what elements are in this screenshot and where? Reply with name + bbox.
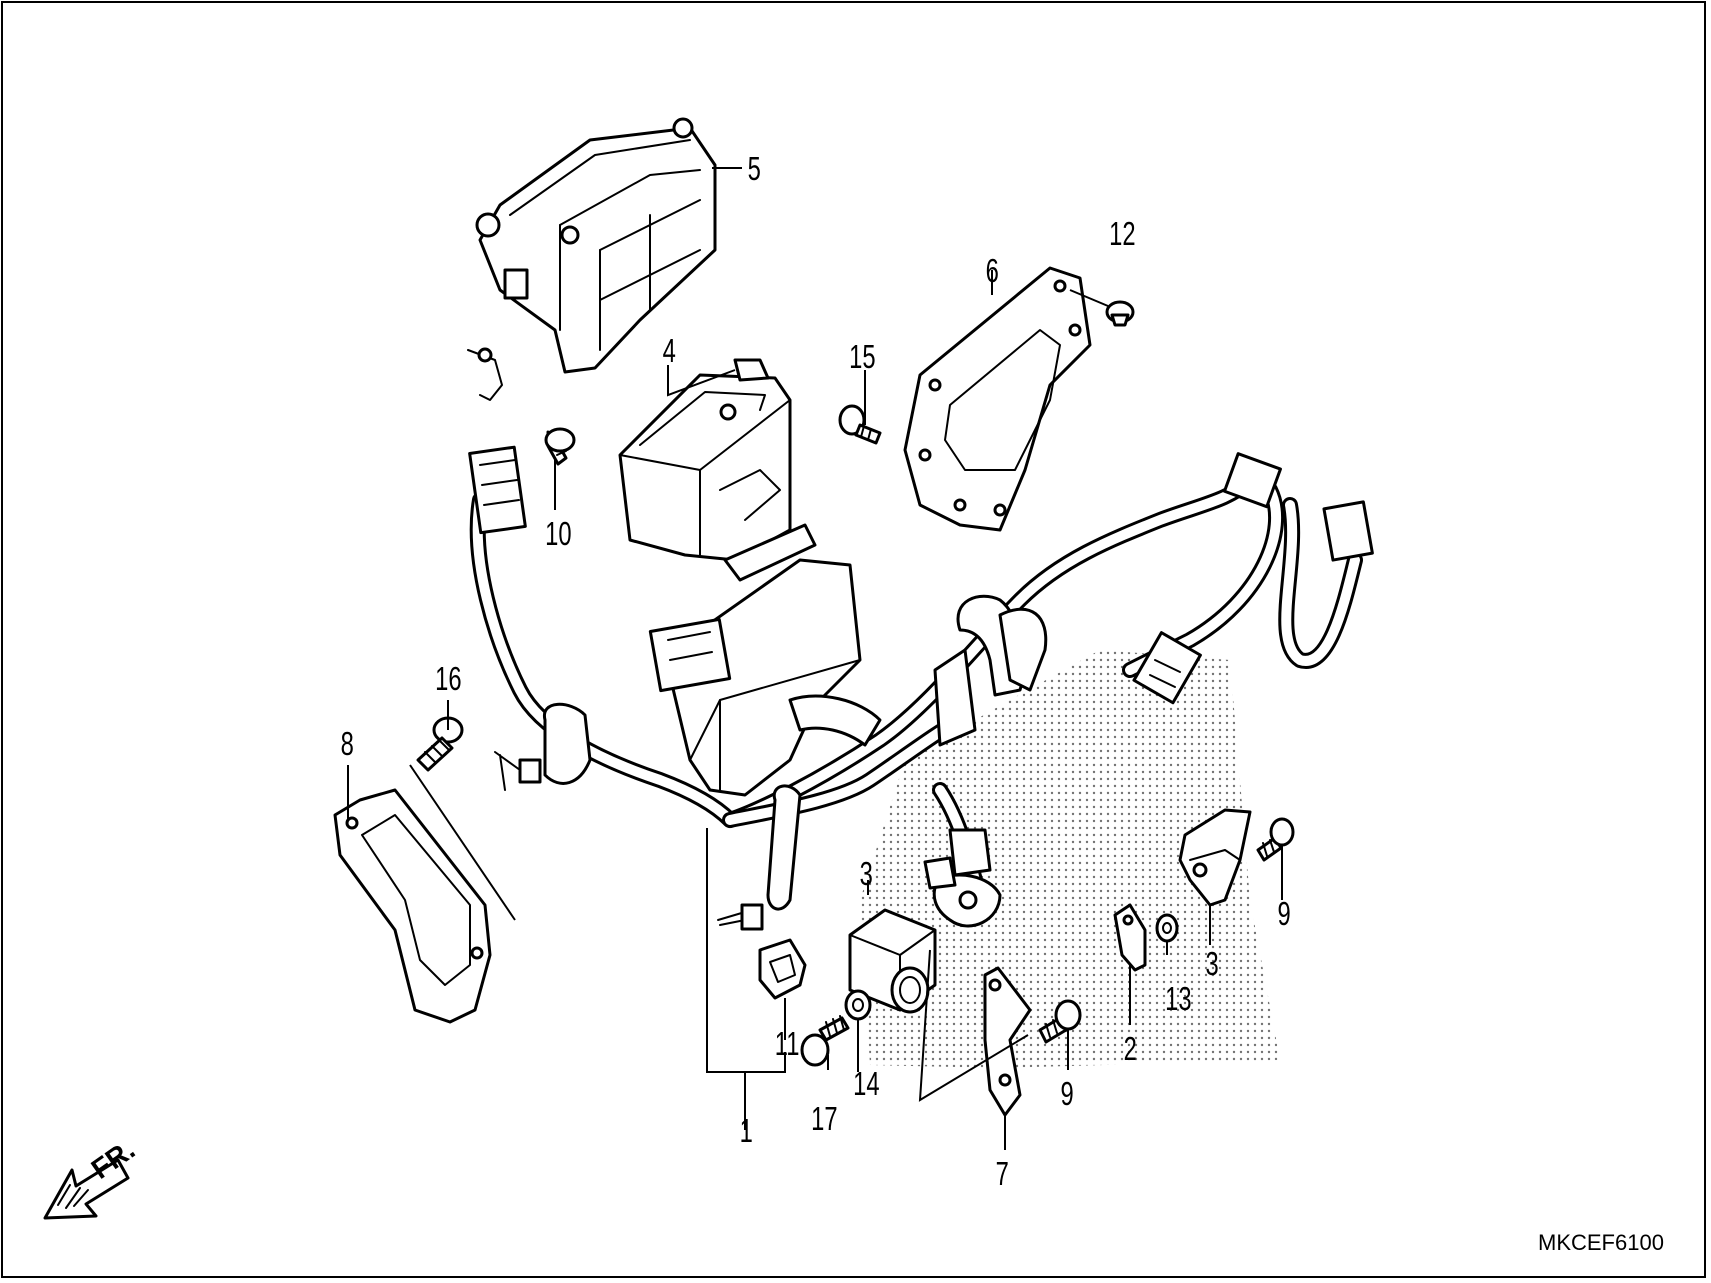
callout-6: 6 — [986, 253, 999, 290]
part-15-bolt[interactable] — [838, 404, 882, 445]
part-10-bolt[interactable] — [544, 427, 576, 466]
callout-8: 8 — [341, 726, 354, 763]
callout-3-right: 3 — [1206, 946, 1219, 983]
part-6-plate[interactable] — [903, 266, 1092, 532]
part-11-clip[interactable] — [758, 938, 807, 1000]
part-3-sensor-right[interactable] — [1178, 808, 1252, 907]
part-1-wire-harness[interactable] — [467, 347, 1374, 931]
arrow-front-left-icon — [43, 1158, 130, 1220]
part-8-plate[interactable] — [333, 788, 492, 1024]
part-13-washer[interactable] — [1155, 913, 1179, 943]
drawing-code: MKCEF6100 — [1538, 1230, 1664, 1255]
callout-17: 17 — [811, 1101, 837, 1138]
shadow-area — [860, 650, 1280, 1068]
callout-2: 2 — [1124, 1031, 1137, 1068]
part-9-bolt-lower[interactable] — [1038, 999, 1082, 1044]
callout-7: 7 — [996, 1156, 1009, 1193]
part-9-bolt-right[interactable] — [1256, 817, 1295, 862]
part-12-bolt[interactable] — [1105, 300, 1135, 327]
part-5-holder[interactable] — [475, 117, 717, 374]
callout-14: 14 — [853, 1066, 879, 1103]
callout-5: 5 — [748, 151, 761, 188]
part-7-stay[interactable] — [983, 966, 1032, 1117]
part-2-bracket[interactable] — [1113, 903, 1147, 972]
front-direction-arrow: FR. — [43, 1134, 140, 1220]
part-14-washer[interactable] — [844, 989, 872, 1021]
callout-9-lower: 9 — [1061, 1076, 1074, 1113]
callout-10: 10 — [545, 516, 571, 553]
part-3-sensor-left[interactable] — [848, 908, 937, 1014]
callout-1: 1 — [740, 1113, 753, 1150]
callout-12: 12 — [1109, 216, 1135, 253]
callout-9-right: 9 — [1278, 896, 1291, 933]
part-16-bolt[interactable] — [416, 716, 464, 772]
callout-11: 11 — [775, 1026, 800, 1063]
callout-4: 4 — [663, 333, 676, 370]
leader-lines — [347, 167, 1283, 1150]
callout-3-left: 3 — [860, 856, 873, 893]
callout-16: 16 — [435, 661, 461, 698]
part-17-bolt[interactable] — [800, 1015, 850, 1067]
callout-15: 15 — [849, 339, 875, 376]
part-4-box[interactable] — [618, 358, 817, 582]
callout-13: 13 — [1165, 981, 1191, 1018]
